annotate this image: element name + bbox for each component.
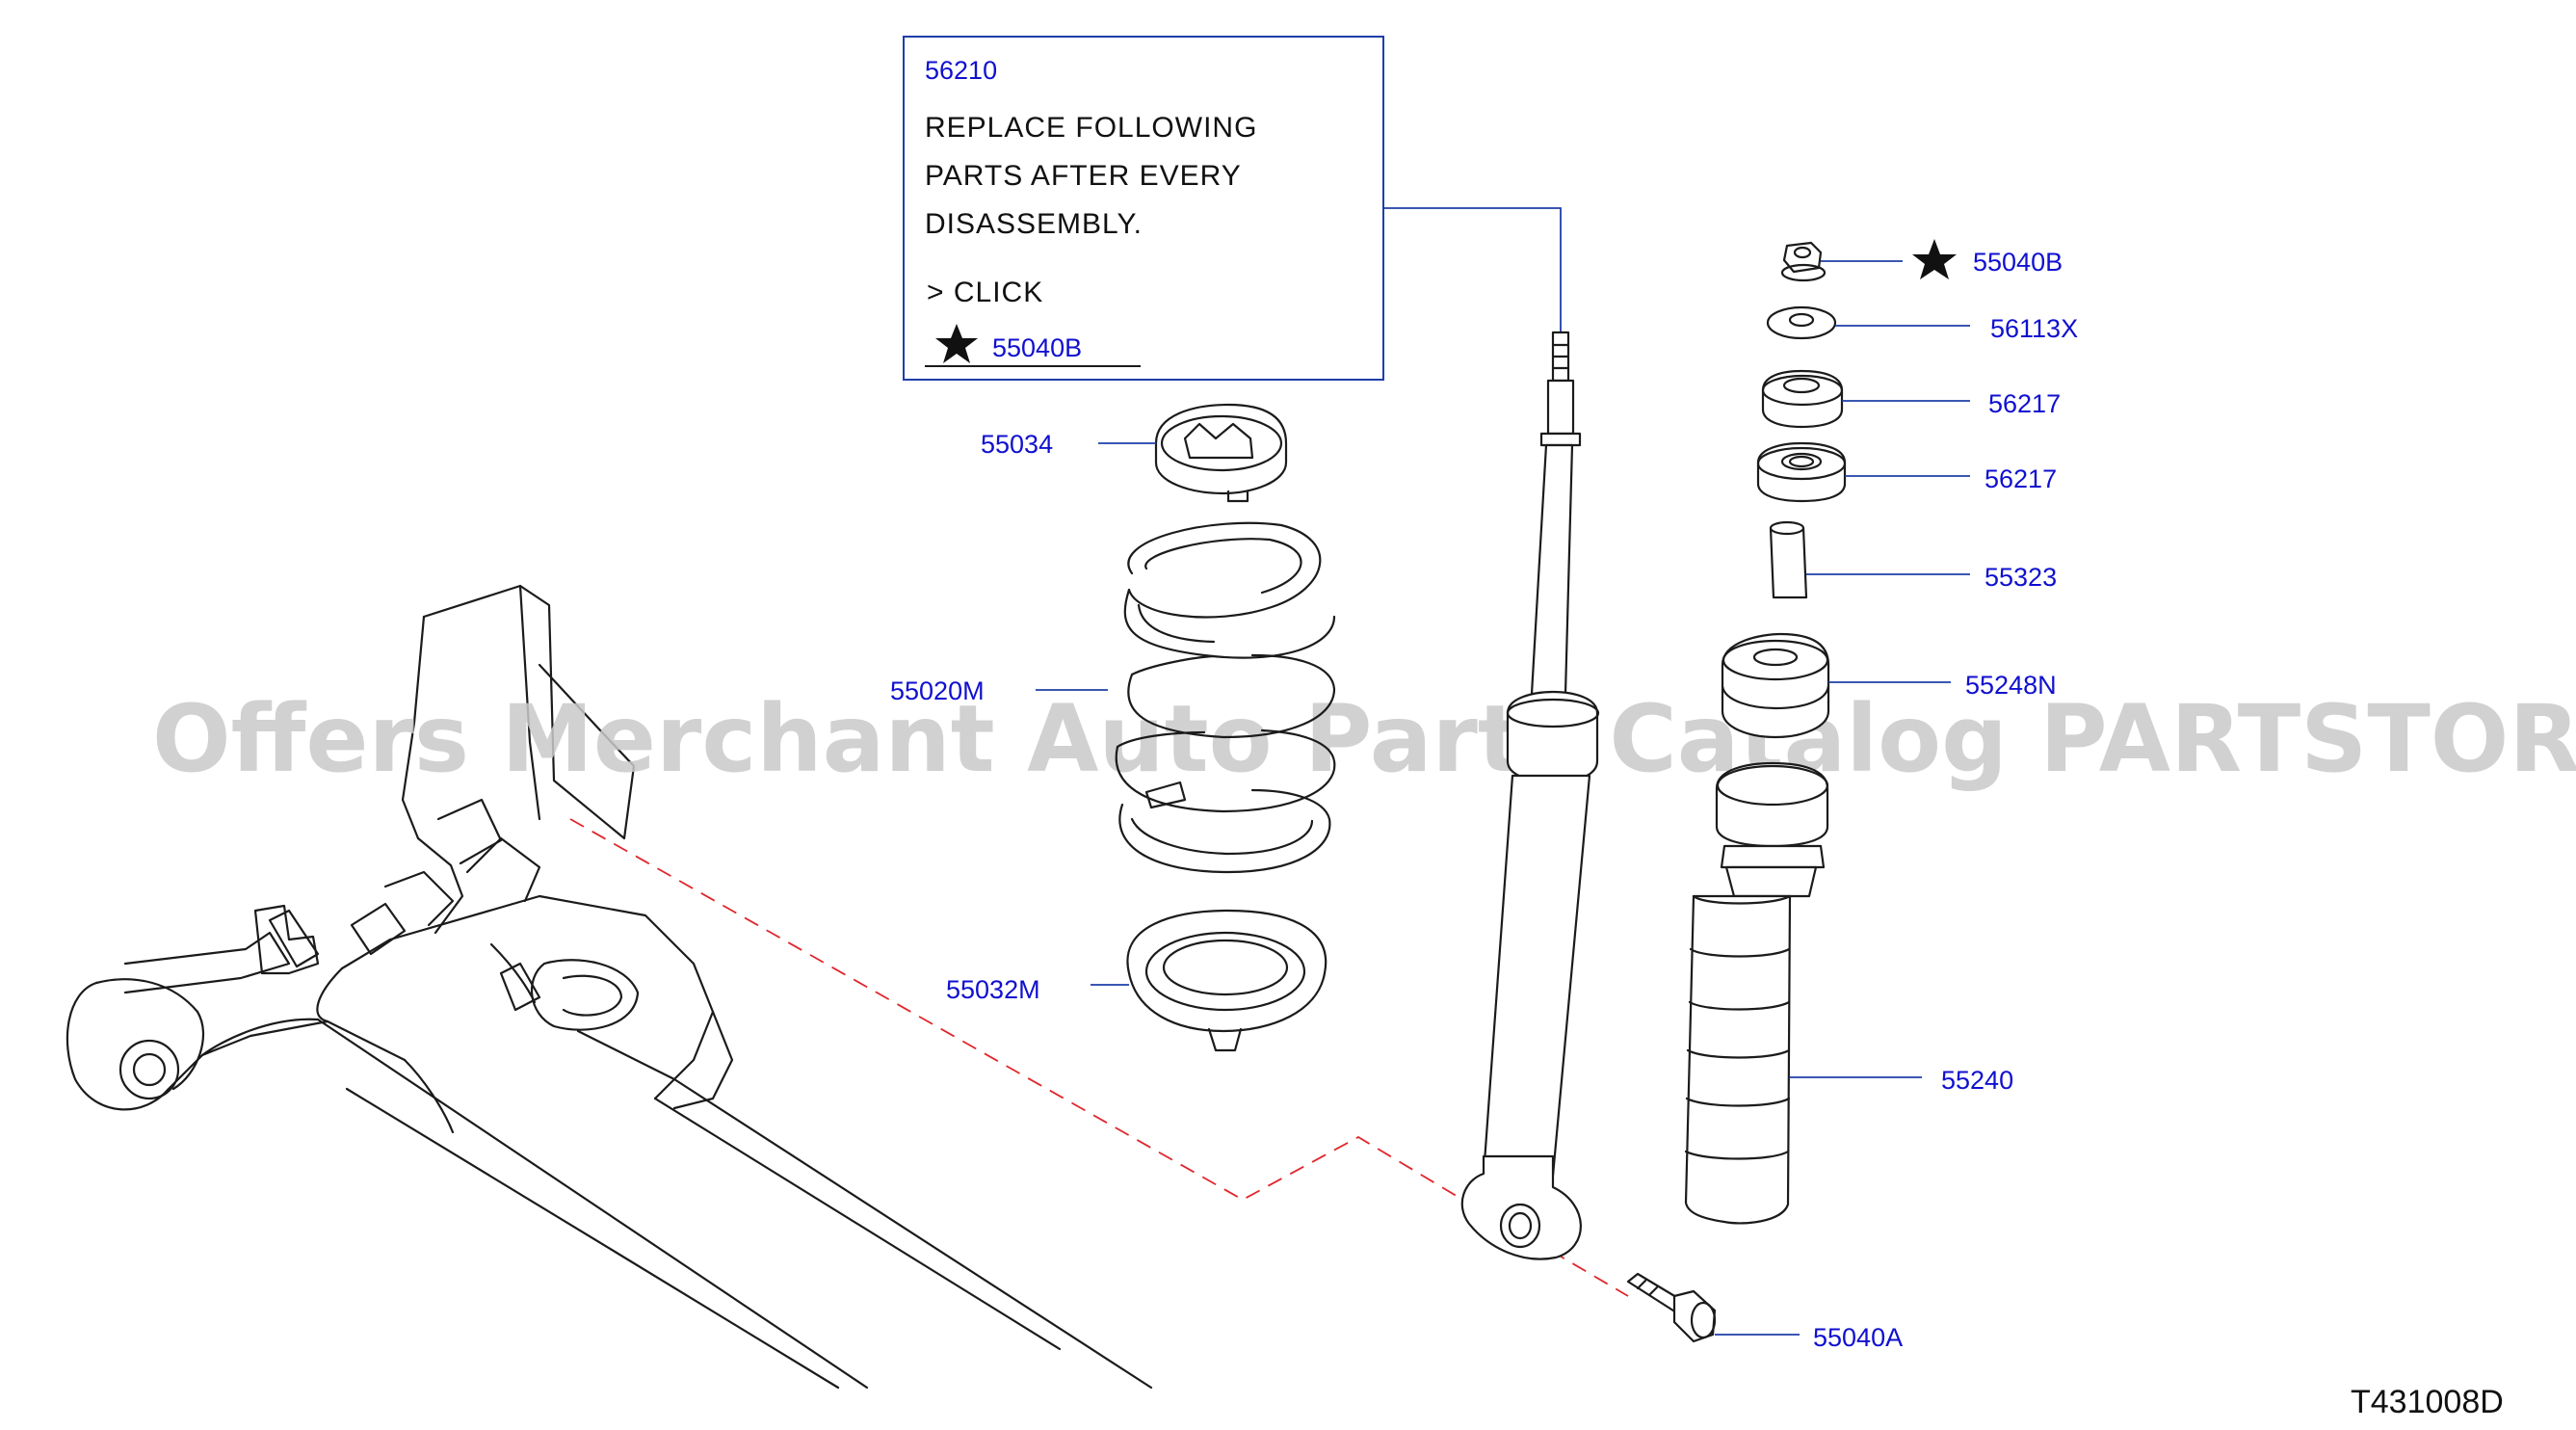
rear-axle-beam — [66, 584, 1153, 1390]
callout-55032M[interactable]: 55032M — [946, 975, 1040, 1004]
callout-55248N[interactable]: 55248N — [1965, 671, 2057, 700]
watermark-text: Offers Merchant Auto Parts Catalog PARTS… — [152, 685, 2576, 793]
note-line-2: PARTS AFTER EVERY — [925, 160, 1242, 192]
mounting-bolt — [1626, 1272, 1717, 1343]
callout-55020M[interactable]: 55020M — [890, 676, 985, 705]
callout-56217-lower[interactable]: 56217 — [1985, 464, 2057, 493]
callout-55034[interactable]: 55034 — [981, 430, 1053, 459]
note-starred-part[interactable]: 55040B — [992, 333, 1082, 362]
note-box: 56210 REPLACE FOLLOWING PARTS AFTER EVER… — [903, 36, 1384, 381]
callout-55240[interactable]: 55240 — [1941, 1066, 2013, 1095]
bumper-cap — [1721, 632, 1830, 739]
shock-absorber — [1460, 331, 1600, 1260]
washer — [1766, 305, 1837, 340]
lower-spring-seat — [1126, 909, 1327, 1052]
star-icon — [935, 324, 978, 363]
star-icon — [1912, 239, 1957, 279]
coil-spring — [1115, 521, 1336, 874]
bound-bumper — [1684, 761, 1829, 1225]
note-line-3: DISASSEMBLY. — [925, 208, 1143, 240]
diagram-code: T431008D — [2351, 1384, 2504, 1420]
callout-56217-upper[interactable]: 56217 — [1988, 389, 2061, 418]
note-line-1: REPLACE FOLLOWING — [925, 112, 1257, 144]
callout-55323[interactable]: 55323 — [1985, 563, 2057, 592]
note-part-number[interactable]: 56210 — [925, 56, 997, 85]
note-click-line: > CLICK — [927, 277, 1043, 308]
callout-55040B[interactable]: 55040B — [1973, 248, 2063, 277]
upper-spring-seat — [1154, 403, 1288, 503]
flange-nut — [1780, 241, 1827, 282]
dashed-mount-path — [569, 818, 1475, 1207]
distance-collar — [1769, 520, 1808, 599]
lower-bushing — [1756, 441, 1847, 503]
callout-55040A[interactable]: 55040A — [1813, 1323, 1903, 1352]
callout-56113X[interactable]: 56113X — [1990, 314, 2078, 343]
upper-bushing — [1761, 369, 1844, 429]
